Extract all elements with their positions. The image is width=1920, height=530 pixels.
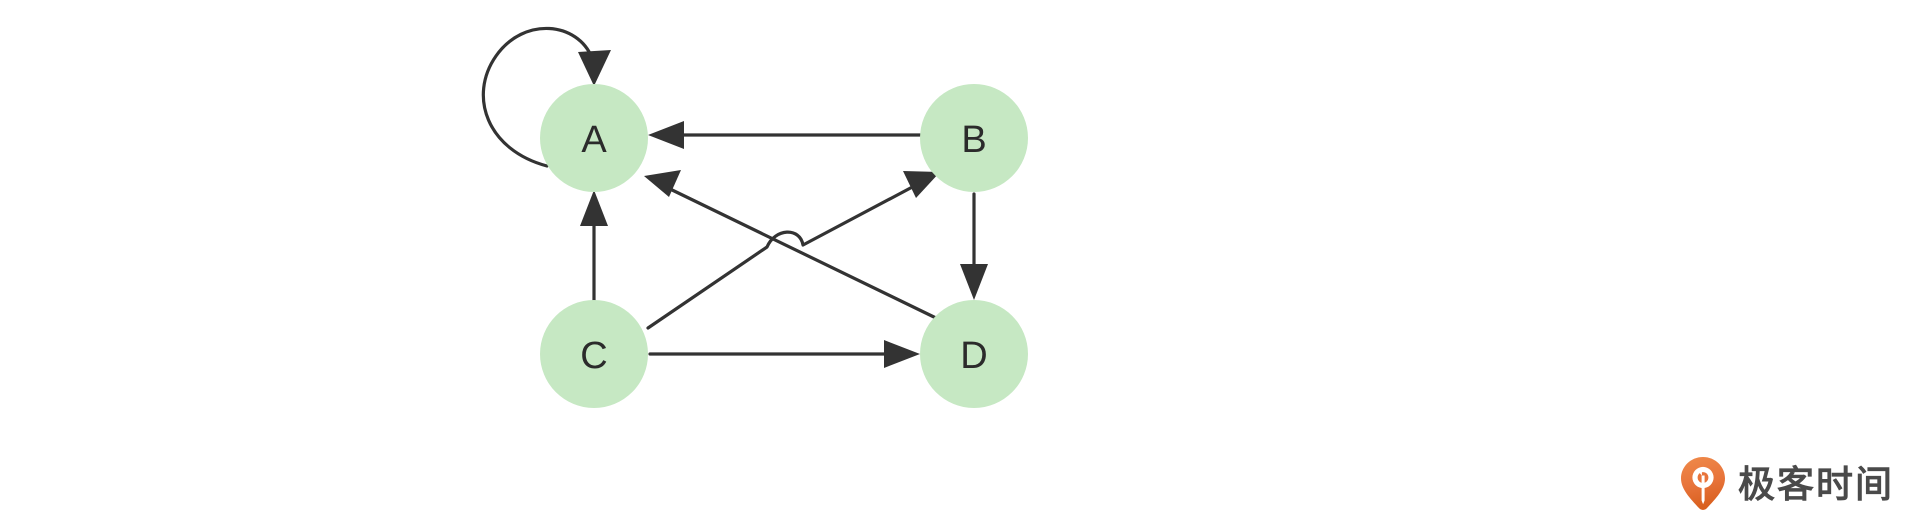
edge-a-to-a[interactable] — [481, 26, 611, 168]
edge-c-to-a[interactable] — [580, 190, 608, 302]
edge-b-to-a-arrowhead — [648, 121, 684, 149]
edge-layer — [481, 26, 988, 368]
edge-c-to-d-arrowhead — [884, 340, 920, 368]
graph-node-d[interactable]: D — [920, 300, 1028, 408]
node-d-circle — [920, 300, 1028, 408]
edge-d-to-a[interactable] — [644, 170, 938, 320]
graph-node-b[interactable]: B — [920, 84, 1028, 192]
edge-c-to-b-arrowhead — [903, 171, 940, 198]
edge-a-to-a-path — [481, 26, 594, 168]
edge-b-to-a[interactable] — [648, 121, 922, 149]
edge-d-to-a-arrowhead — [644, 170, 681, 197]
edge-d-to-a-path — [666, 186, 938, 320]
edge-a-to-a-arrowhead — [578, 50, 611, 86]
edge-b-to-d[interactable] — [960, 192, 988, 300]
graph-node-c[interactable]: C — [540, 300, 648, 408]
edge-b-to-d-arrowhead — [960, 264, 988, 300]
edge-c-to-b-path — [646, 182, 920, 330]
graph-node-a[interactable]: A — [540, 84, 648, 192]
node-a-circle — [540, 84, 648, 192]
edge-c-to-d[interactable] — [648, 340, 920, 368]
edge-c-to-b[interactable] — [646, 171, 940, 330]
geektime-pin-icon — [1681, 457, 1725, 510]
node-b-circle — [920, 84, 1028, 192]
brand-logo: 极客时间 — [1680, 456, 1894, 512]
edge-c-to-a-arrowhead — [580, 190, 608, 226]
brand-name: 极客时间 — [1738, 462, 1894, 506]
node-c-circle — [540, 300, 648, 408]
